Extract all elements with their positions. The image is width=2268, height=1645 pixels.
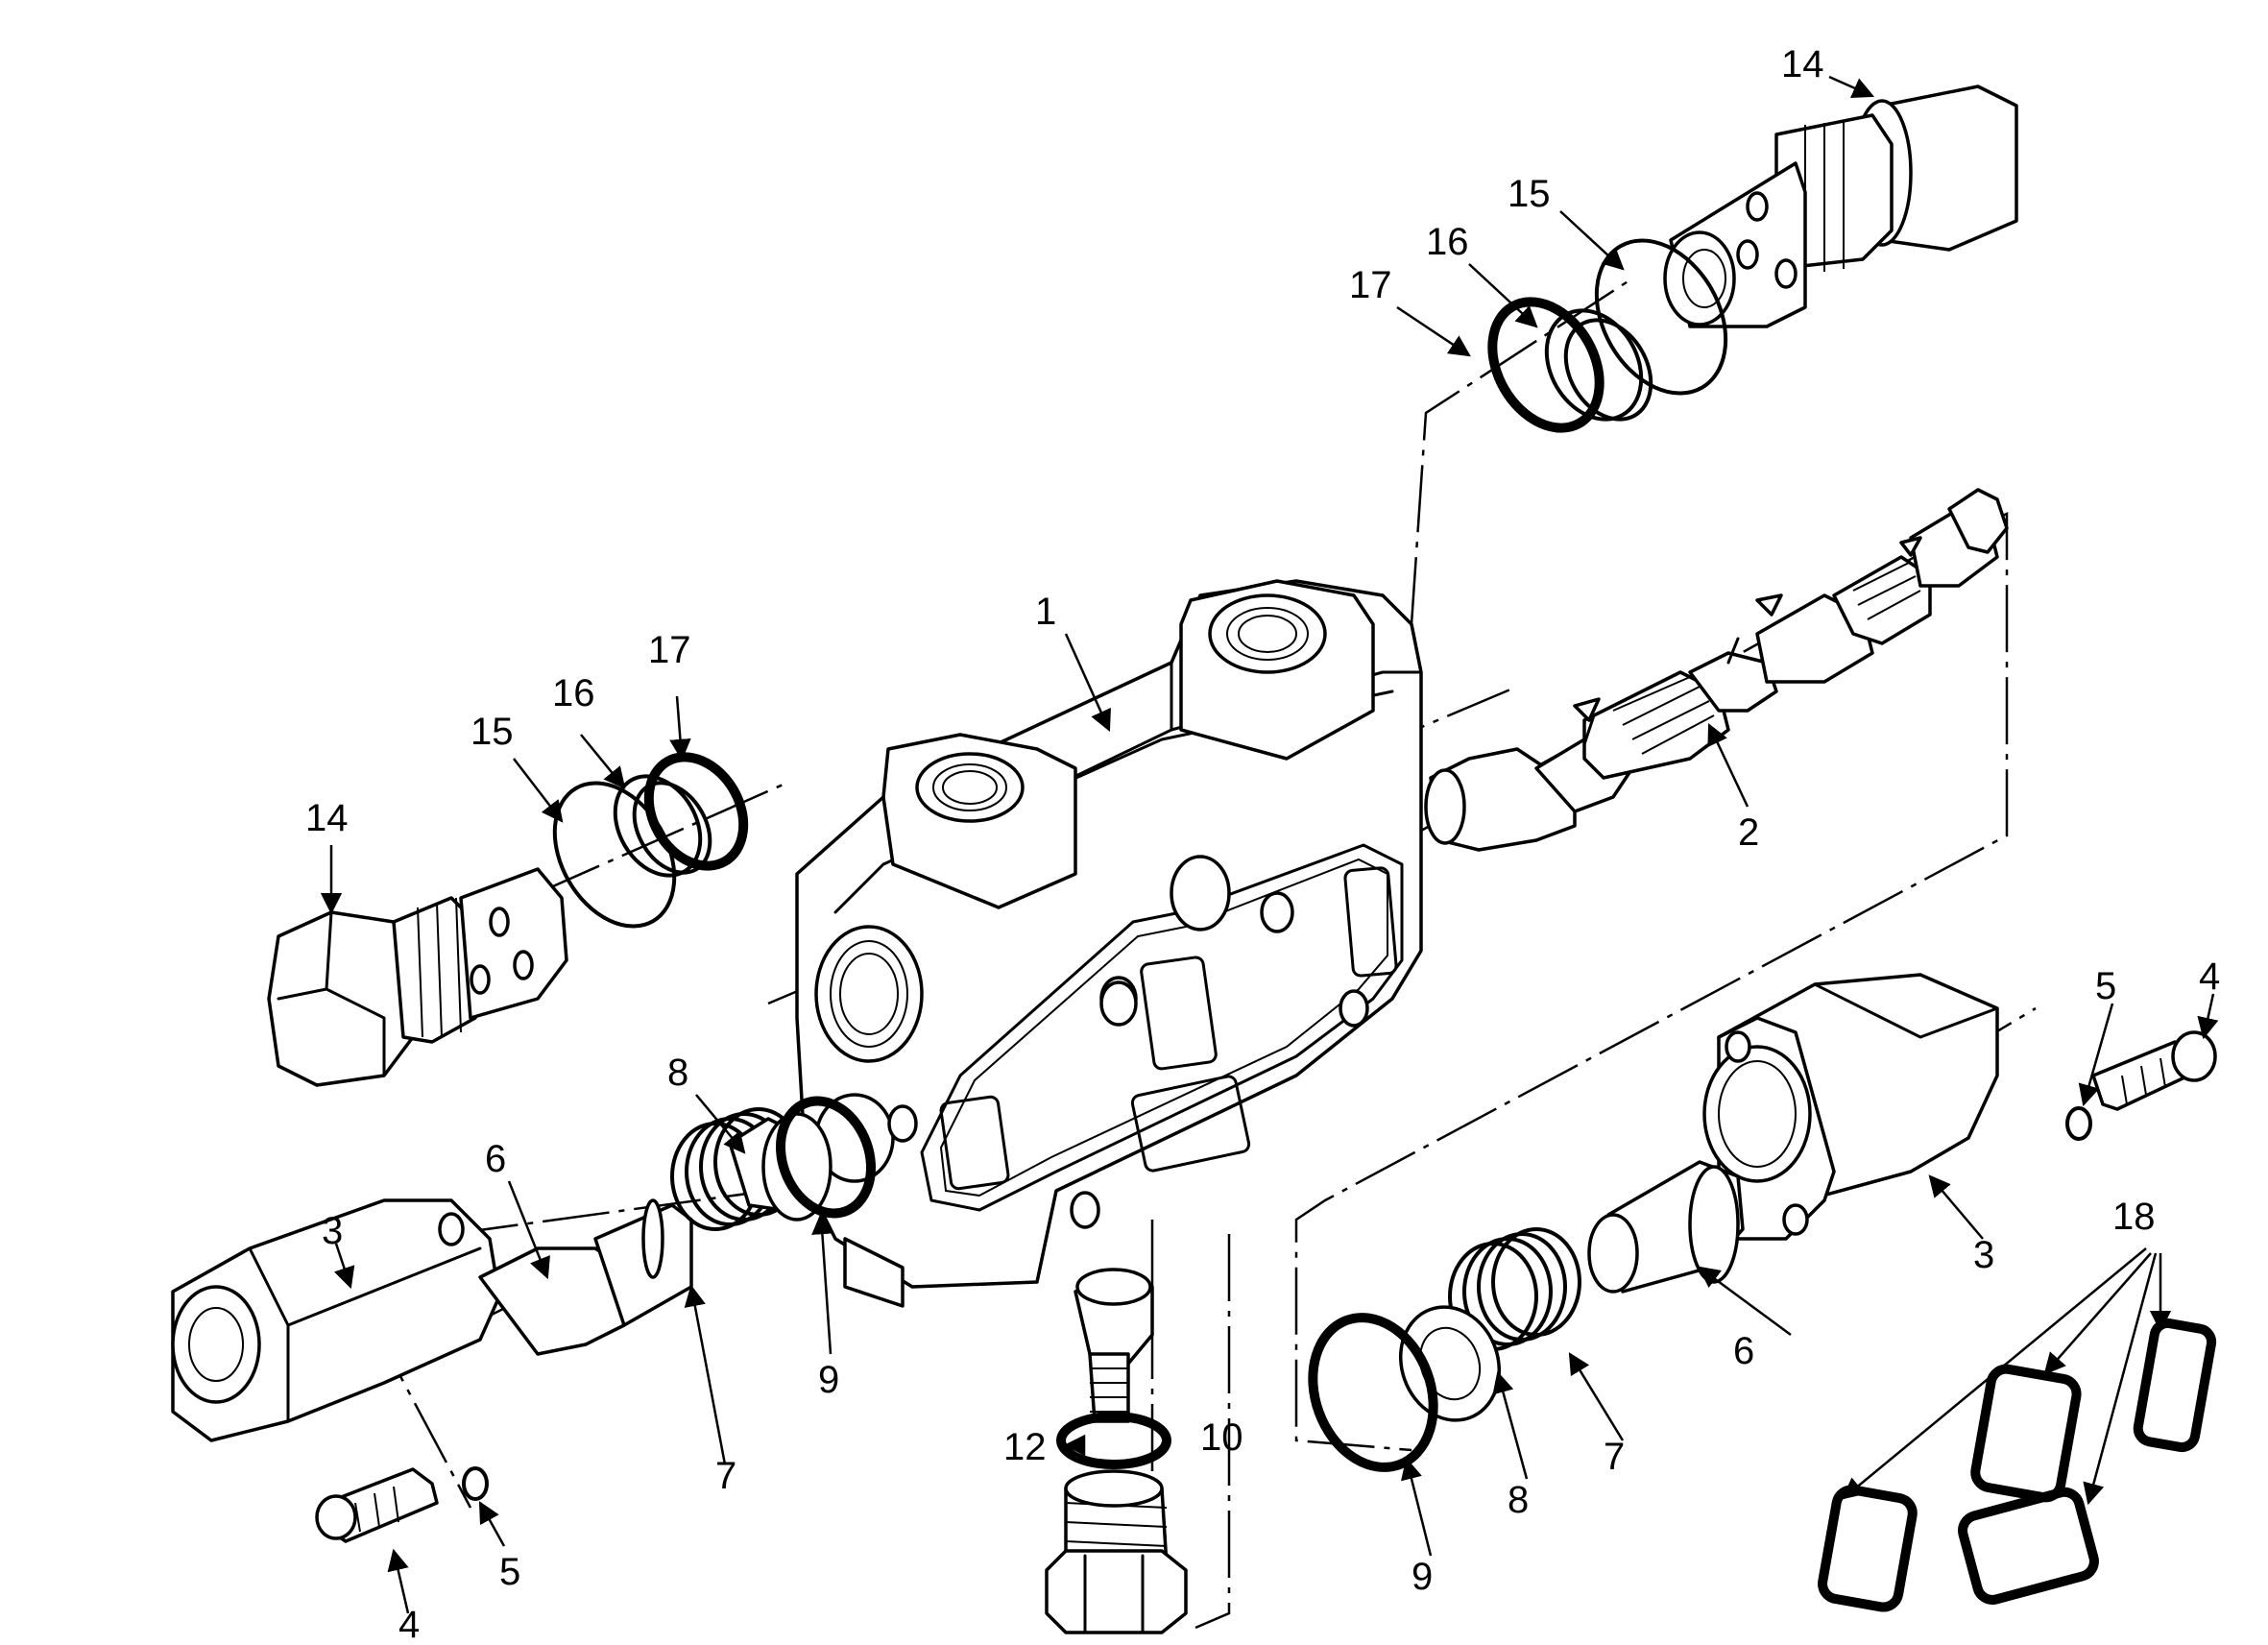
callout-1: 1 [1035, 591, 1056, 633]
o-rings [552, 238, 1728, 929]
callout-17-left: 17 [648, 629, 691, 671]
callout-6-left: 6 [485, 1138, 506, 1180]
callout-14-left: 14 [305, 797, 349, 839]
valve-body-part-1 [795, 579, 1423, 1308]
callout-15-right: 15 [1508, 173, 1551, 215]
left-cap-assembly [171, 1096, 877, 1543]
callout-4-left: 4 [398, 1604, 420, 1645]
callout-7-left: 7 [715, 1455, 736, 1497]
callout-3-right: 3 [1973, 1234, 1994, 1276]
relief-valve-part-14-right [1663, 85, 2018, 328]
callout-8-left: 8 [667, 1052, 688, 1094]
callout-16-left: 16 [552, 672, 595, 714]
callout-17-right: 17 [1349, 264, 1392, 306]
callout-18: 18 [2112, 1196, 2156, 1238]
callout-9-right: 9 [1411, 1556, 1433, 1598]
callout-8-right: 8 [1508, 1479, 1529, 1521]
callout-9-left: 9 [818, 1359, 839, 1401]
callout-5-right: 5 [2095, 965, 2116, 1007]
callout-16-right: 16 [1426, 221, 1469, 263]
gasket-seals-part-18 [1818, 1318, 2217, 1612]
leader-lines [320, 75, 2219, 1614]
callout-10: 10 [1200, 1416, 1243, 1459]
callout-labels: 1 2 3 3 4 4 5 5 6 6 7 7 8 8 9 9 10 12 14… [305, 43, 2220, 1645]
callout-3-left: 3 [322, 1210, 343, 1252]
callout-4-right: 4 [2199, 956, 2220, 998]
relief-valve-part-14-left [267, 867, 568, 1087]
callout-5-left: 5 [499, 1551, 520, 1593]
callout-7-right: 7 [1604, 1436, 1625, 1478]
callout-2: 2 [1738, 811, 1759, 854]
spool-part-2 [1424, 488, 2009, 852]
callout-15-left: 15 [470, 711, 514, 753]
callout-12: 12 [1003, 1426, 1047, 1468]
right-cap-assembly [1308, 973, 2217, 1472]
callout-14-right: 14 [1781, 43, 1824, 85]
plug-assembly [1045, 1268, 1188, 1634]
callout-6-right: 6 [1733, 1330, 1754, 1372]
